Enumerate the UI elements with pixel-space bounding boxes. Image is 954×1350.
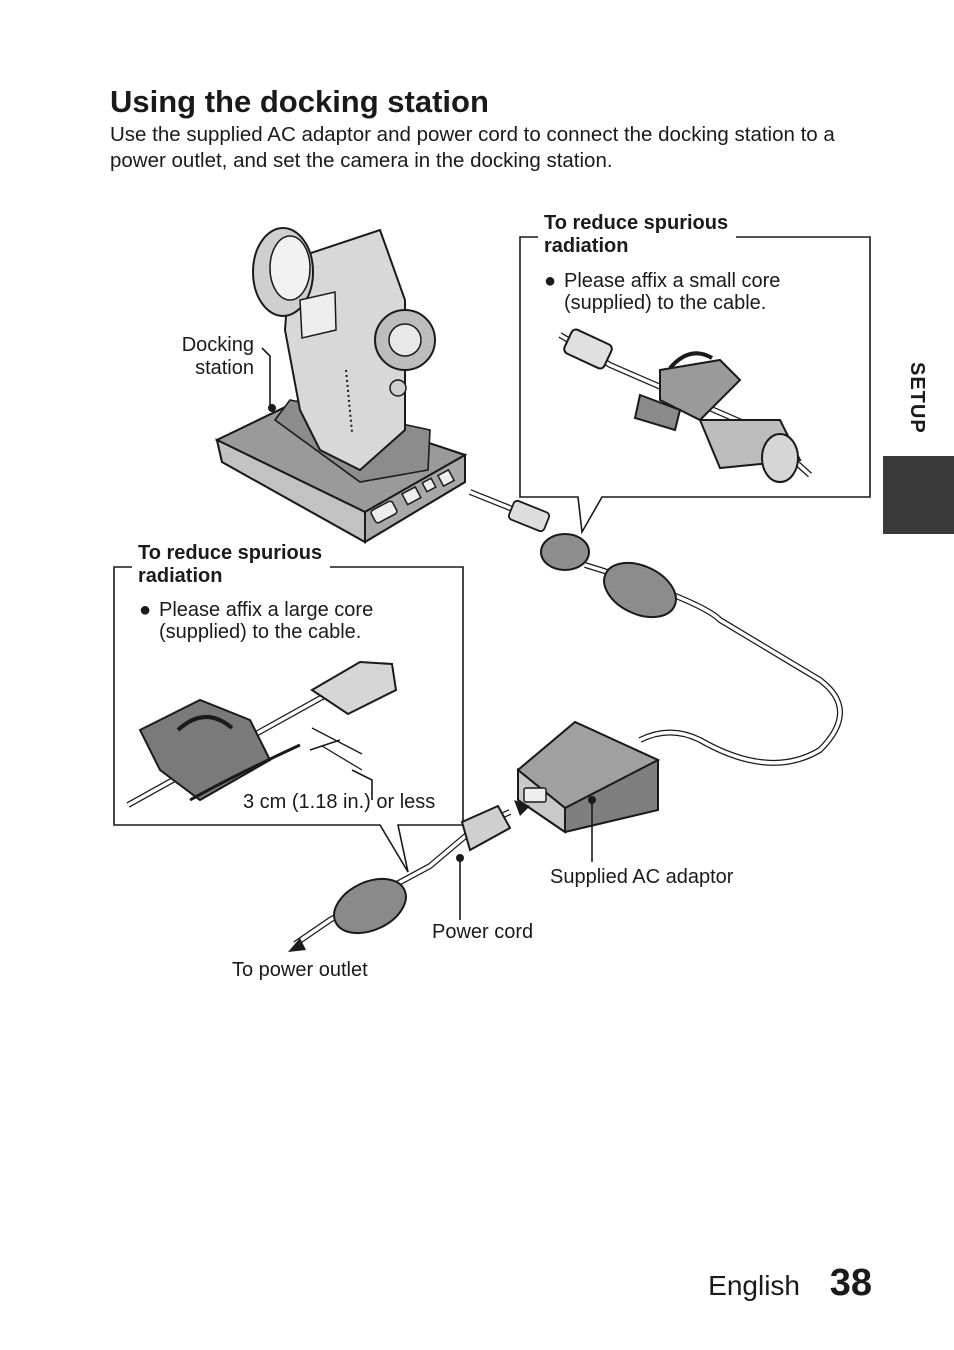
power-cord-drawing [288, 800, 530, 952]
bullet-icon: ● [139, 599, 152, 621]
small-core-callout-heading: To reduce spurious radiation [538, 212, 737, 258]
page-number: 38 [829, 1262, 872, 1304]
power-cord-pointer-dot [456, 854, 464, 862]
large-core-callout-heading: To reduce spurious radiation [132, 542, 331, 588]
section-tab-marker [883, 456, 954, 534]
docking-station-pointer-dot [268, 404, 276, 412]
small-core-callout-text: ●Please affix a small core (supplied) to… [544, 270, 781, 314]
power-outlet-label: To power outlet [232, 959, 368, 981]
power-cord-label: Power cord [432, 921, 534, 943]
docking-station-label: Docking station [181, 334, 254, 379]
large-core-detail-drawing [126, 660, 398, 808]
bullet-icon: ● [544, 270, 557, 292]
ac-adaptor-pointer-dot [588, 796, 596, 804]
ac-adaptor-drawing [516, 720, 661, 834]
core-distance-label: 3 cm (1.18 in.) or less [243, 791, 436, 813]
ac-adaptor-label: Supplied AC adaptor [550, 866, 734, 888]
dc-cable-drawing [468, 489, 843, 766]
large-core-callout-text: ●Please affix a large core (supplied) to… [139, 599, 374, 643]
leader-lines [261, 347, 593, 920]
small-core-detail-drawing [558, 328, 813, 483]
page-title: Using the docking station [110, 84, 489, 119]
section-tab-label: SETUP [906, 362, 928, 434]
camera-drawing [252, 227, 436, 472]
intro-paragraph: Use the supplied AC adaptor and power co… [110, 123, 835, 172]
footer-language: English [708, 1270, 800, 1301]
